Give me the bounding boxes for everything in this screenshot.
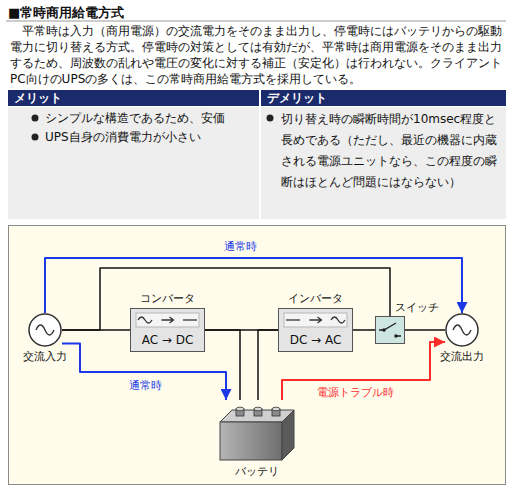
table-header-cell	[8, 90, 259, 106]
connector	[205, 330, 240, 400]
symbol-panel	[136, 313, 199, 327]
node-label: スイッチ	[395, 301, 439, 314]
ac-output-load: 交流出力	[445, 313, 479, 347]
symbol-out	[183, 319, 197, 320]
source-circle	[446, 314, 478, 346]
connector	[258, 330, 278, 400]
table-body-cell	[261, 107, 506, 219]
battery-side	[282, 410, 294, 460]
table-header: メリット	[14, 91, 254, 105]
node-label: 交流入力	[23, 350, 67, 363]
symbol-in	[286, 319, 300, 320]
box-outline	[279, 309, 353, 352]
flow-label: 電源トラブル時	[315, 386, 396, 399]
symbol-in	[138, 317, 152, 323]
connector	[62, 344, 226, 400]
node-label: バッテリ	[235, 465, 279, 478]
source-circle	[29, 314, 61, 346]
node-label: 交流出力	[440, 350, 484, 363]
box-caption: AC → DC	[142, 334, 194, 347]
ac-input-source: 交流入力	[28, 313, 62, 347]
connector	[45, 258, 462, 313]
switch-symbol	[379, 323, 401, 336]
box-outline	[131, 309, 205, 352]
ac-shape	[445, 313, 479, 347]
intro-paragraph: 平常時は入力（商用電源）の交流電力をそのまま出力し、停電時にはバッテリからの駆動…	[10, 23, 504, 87]
battery-top	[220, 410, 294, 422]
flow-label: 通常時	[127, 379, 164, 392]
node-label: コンバータ	[140, 292, 195, 305]
table-body-cell	[8, 107, 259, 219]
battery-terminal-cap	[254, 407, 262, 411]
symbol-panel	[284, 313, 347, 327]
bullet	[32, 134, 39, 141]
box-caption: DC → AC	[290, 334, 342, 347]
diagram-frame	[9, 226, 506, 485]
converter-box: コンバータAC → DC	[130, 308, 205, 352]
ac-shape	[28, 313, 62, 347]
bullet	[267, 115, 274, 122]
battery-front	[220, 422, 282, 460]
table-header: デメリット	[267, 91, 502, 105]
connector	[353, 329, 375, 331]
switch-shape	[375, 316, 405, 344]
switch-outline	[376, 317, 405, 344]
merit-item: UPS自身の消費電力が小さい	[45, 129, 255, 145]
bullet	[32, 115, 39, 122]
symbol-out	[331, 317, 345, 323]
connector	[405, 329, 445, 331]
sine-symbol	[453, 325, 471, 335]
demerit-item: 切り替え時の瞬断時間が10msec程度と長めである（ただし、最近の機器に内蔵され…	[281, 109, 501, 193]
connector	[62, 268, 390, 330]
flow-label: 通常時	[222, 240, 259, 253]
switch-contact	[394, 334, 398, 338]
inverter-box: インバータDC → AC	[278, 308, 353, 352]
battery-terminal-cap	[236, 407, 244, 411]
battery-terminal-cap	[272, 407, 280, 411]
merit-item: シンプルな構造であるため、安価	[45, 110, 255, 126]
table-header-cell	[261, 90, 506, 106]
battery-shape	[218, 400, 296, 462]
symbol-arrow	[310, 317, 322, 323]
symbol-arrow	[162, 317, 174, 323]
switch-box: スイッチ	[375, 316, 405, 344]
sine-symbol	[36, 325, 54, 335]
heading-rule	[6, 21, 506, 22]
switch-contact	[382, 328, 386, 332]
node-label: インバータ	[288, 292, 343, 305]
section-heading: ■常時商用給電方式	[8, 4, 124, 22]
battery: バッテリ	[218, 400, 296, 462]
